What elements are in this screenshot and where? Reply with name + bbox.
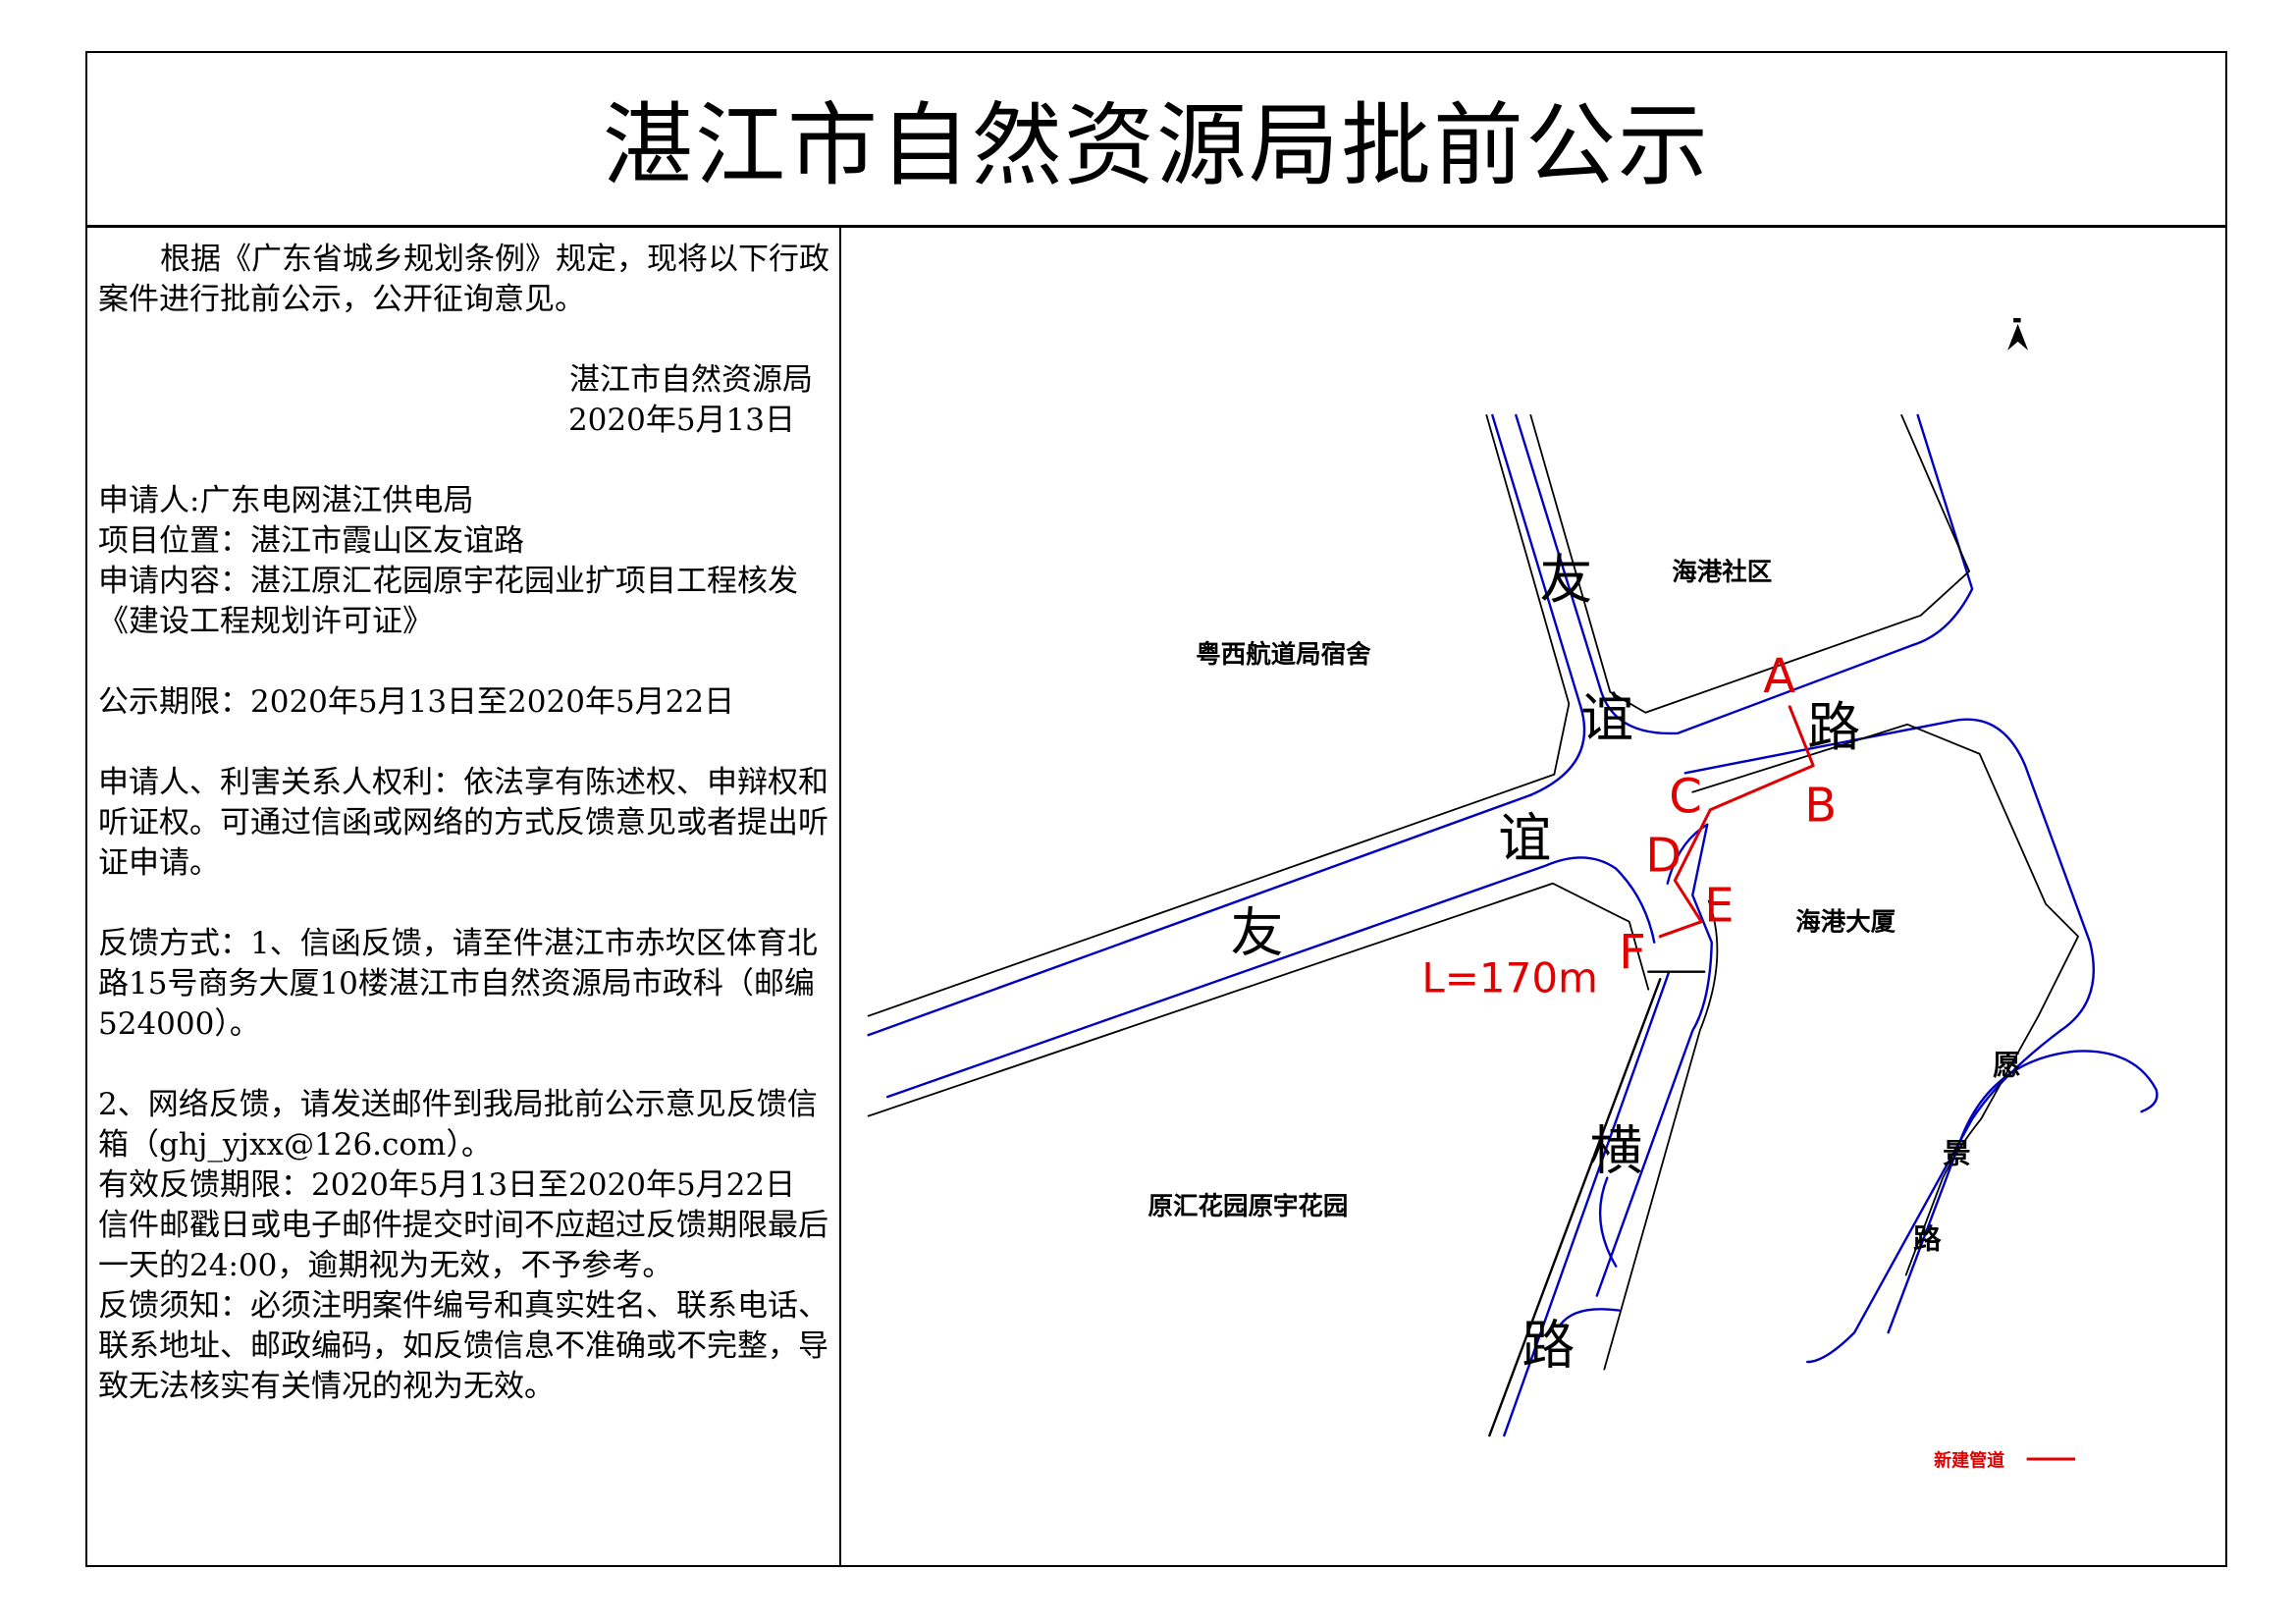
stakeholder-rights: 申请人、利害关系人权利：依法享有陈述权、申辩权和听证权。可通过信函或网络的方式反… bbox=[98, 765, 828, 881]
feedback-requirements: 反馈须知：必须注明案件编号和真实姓名、联系电话、联系地址、邮政编码，如反馈信息不… bbox=[98, 1288, 828, 1404]
project-location: 项目位置：湛江市霞山区友谊路 bbox=[98, 523, 524, 559]
publicity-period: 公示期限：2020年5月13日至2020年5月22日 bbox=[98, 684, 735, 720]
title-row: 湛江市自然资源局批前公示 bbox=[85, 51, 2227, 228]
notice-text-panel: 根据《广东省城乡规划条例》规定，现将以下行政案件进行批前公示，公开征询意见。 湛… bbox=[98, 240, 834, 1407]
page-title: 湛江市自然资源局批前公示 bbox=[602, 93, 1710, 198]
application-content: 申请内容：湛江原汇花园原宇花园业扩项目工程核发《建设工程规划许可证》 bbox=[98, 564, 798, 639]
notice-intro: 根据《广东省城乡规划条例》规定，现将以下行政案件进行批前公示，公开征询意见。 bbox=[98, 242, 829, 317]
issue-date: 2020年5月13日 bbox=[567, 403, 795, 438]
feedback-email: 2、网络反馈，请发送邮件到我局批前公示意见反馈信箱（ghj_yjxx@126.c… bbox=[98, 1087, 818, 1163]
feedback-letter: 反馈方式：1、信函反馈，请至件湛江市赤坎区体育北路15号商务大厦10楼湛江市自然… bbox=[98, 926, 818, 1042]
deadline-note: 信件邮戳日或电子邮件提交时间不应超过反馈期限最后一天的24:00，逾期视为无效，… bbox=[98, 1208, 828, 1283]
issuer: 湛江市自然资源局 bbox=[569, 362, 813, 398]
column-divider bbox=[839, 227, 841, 1567]
valid-feedback-period: 有效反馈期限：2020年5月13日至2020年5月22日 bbox=[98, 1167, 796, 1203]
notice-frame bbox=[85, 51, 2227, 1567]
applicant: 申请人:广东电网湛江供电局 bbox=[98, 483, 474, 518]
